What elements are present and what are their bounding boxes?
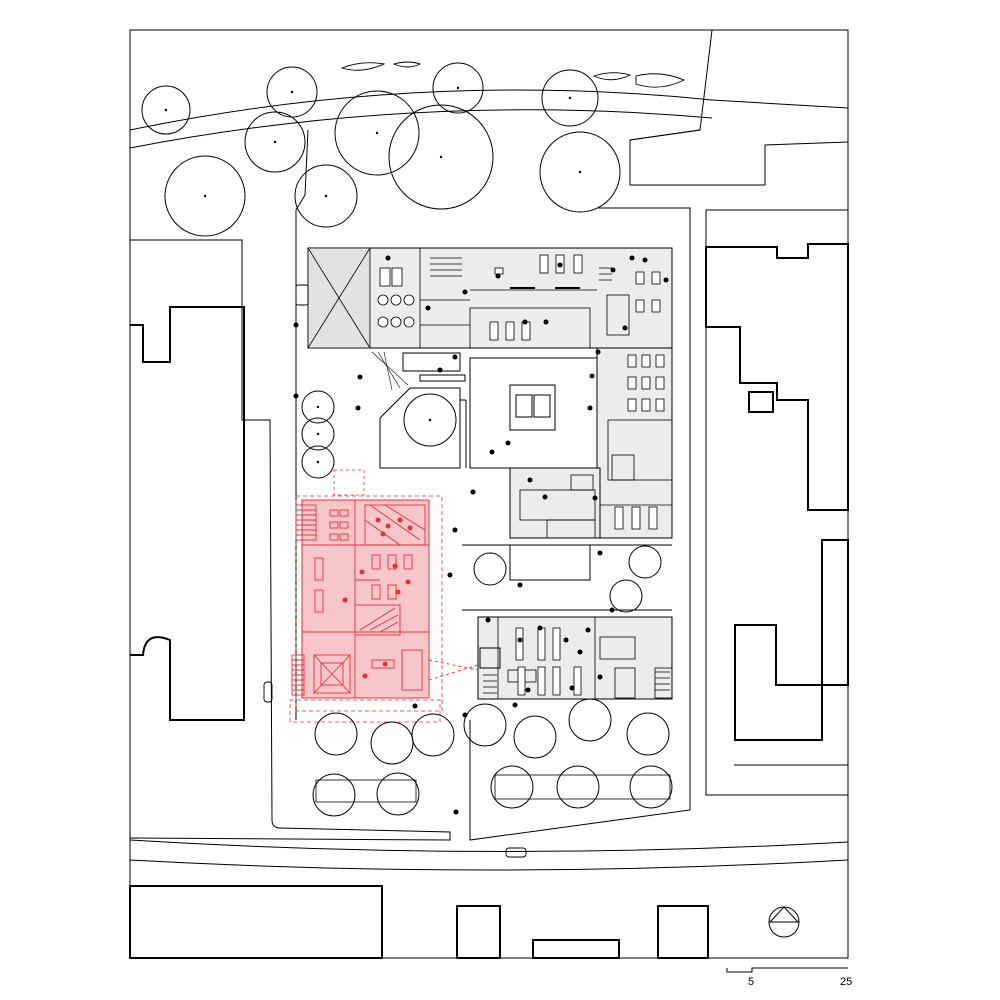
highlight-figures <box>342 517 413 679</box>
north-arrow-icon <box>768 906 800 938</box>
tree-planters <box>315 774 671 803</box>
tree-icon <box>294 164 358 228</box>
boat-icon <box>392 61 422 68</box>
tree-icon <box>626 712 670 756</box>
tree-icon <box>314 712 358 756</box>
tree-icon <box>463 703 507 747</box>
car-icon <box>295 284 309 306</box>
tree-icon <box>432 62 484 114</box>
tree-icon <box>628 545 662 579</box>
vehicles <box>263 61 686 858</box>
tree-icon <box>301 445 335 479</box>
tree-icon <box>539 131 621 213</box>
neighbour-buildings <box>129 243 849 959</box>
people-figures <box>293 255 669 815</box>
tree-icon <box>301 390 335 424</box>
scale-label-end: 25 <box>840 976 853 988</box>
car-icon <box>505 847 527 858</box>
tree-icon <box>556 765 600 809</box>
tree-icon <box>541 69 599 127</box>
car-icon <box>263 681 273 703</box>
tree-icon <box>403 393 457 447</box>
tree-icon <box>334 90 420 176</box>
tree-icon <box>388 104 494 210</box>
main-building-furniture <box>377 254 665 696</box>
boat-icon <box>340 62 386 71</box>
tree-centres <box>164 86 582 464</box>
tree-icon <box>301 417 335 451</box>
tree-icon <box>568 698 612 742</box>
tree-icon <box>370 721 414 765</box>
highlight-building <box>289 469 479 723</box>
tree-icon <box>411 713 455 757</box>
tree-icon <box>376 772 420 816</box>
tree-icon <box>141 85 191 135</box>
tree-icon <box>490 765 534 809</box>
main-building-detail <box>307 247 673 700</box>
tree-icon <box>513 715 557 759</box>
boat-icon <box>635 73 686 88</box>
tree-icon <box>244 111 306 173</box>
tree-icon <box>473 552 507 586</box>
tree-icon <box>164 155 246 237</box>
tree-icon <box>609 579 643 613</box>
scale-bar <box>726 967 848 973</box>
tree-icon <box>312 773 356 817</box>
tree-icon <box>629 765 673 809</box>
trees <box>141 62 673 817</box>
boat-icon <box>592 72 632 81</box>
scale-label-mid: 5 <box>748 976 755 988</box>
plan-frame <box>129 29 849 959</box>
